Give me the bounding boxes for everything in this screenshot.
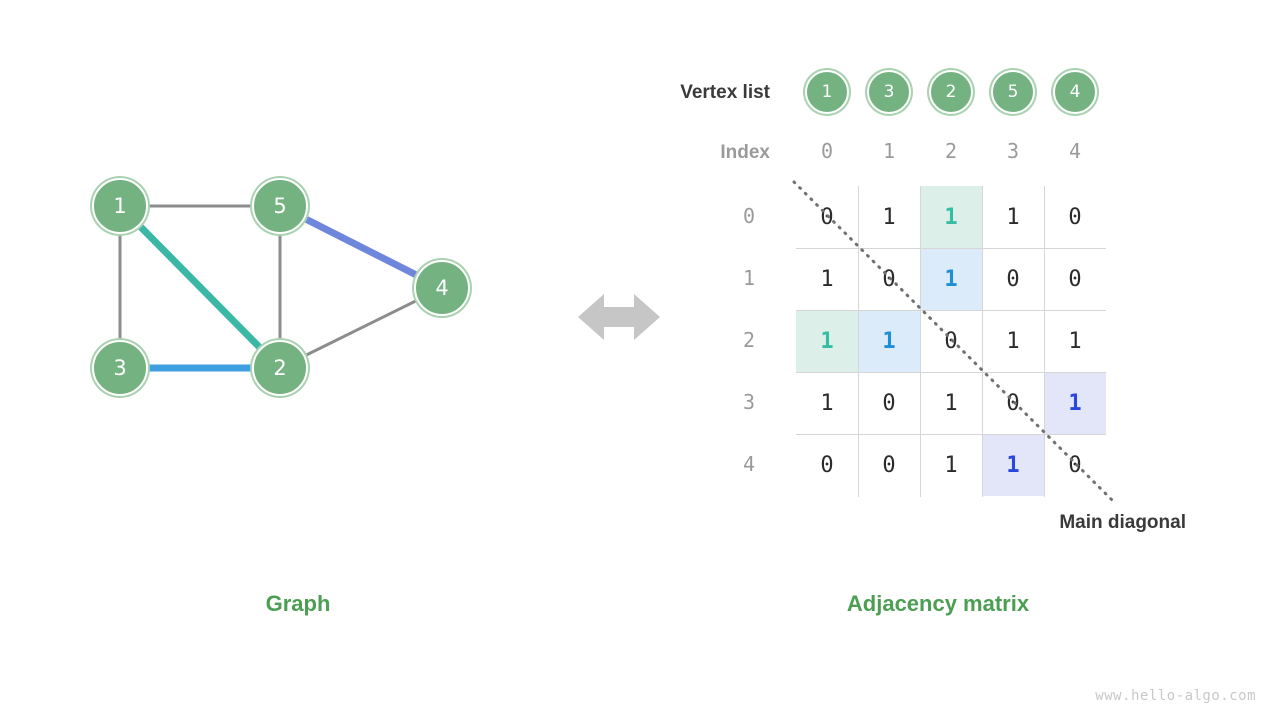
graph-vertex-5[interactable]: 5 [252, 178, 308, 234]
vertex-list-item-3[interactable]: 3 [867, 70, 911, 114]
matrix-cell-4-2[interactable]: 1 [944, 452, 958, 478]
matrix-cell-2-4[interactable]: 1 [1068, 328, 1082, 354]
graph-edge-1-2 [135, 222, 265, 352]
column-index-3: 3 [1006, 139, 1020, 163]
bidirectional-arrow-icon [578, 294, 660, 340]
watermark: www.hello-algo.com [1095, 688, 1256, 704]
matrix-cell-3-1[interactable]: 0 [882, 390, 896, 416]
matrix-cell-0-4[interactable]: 0 [1068, 204, 1082, 230]
matrix-cell-2-1[interactable]: 1 [882, 328, 896, 354]
graph-edge-2-4 [302, 298, 420, 358]
graph-vertex-2[interactable]: 2 [252, 340, 308, 396]
matrix-cell-1-4[interactable]: 0 [1068, 266, 1082, 292]
matrix-cell-1-2[interactable]: 1 [944, 266, 958, 292]
matrix-cell-1-3[interactable]: 0 [1006, 266, 1020, 292]
matrix-cell-0-3[interactable]: 1 [1006, 204, 1020, 230]
matrix-cell-3-4[interactable]: 1 [1068, 390, 1082, 416]
column-index-4: 4 [1068, 139, 1082, 163]
matrix-highlight-2-1 [858, 310, 920, 372]
gridline-horizontal-4 [796, 434, 1106, 435]
matrix-cell-1-0[interactable]: 1 [820, 266, 834, 292]
vertex-list-item-5[interactable]: 5 [991, 70, 1035, 114]
column-index-1: 1 [882, 139, 896, 163]
matrix-cell-0-2[interactable]: 1 [944, 204, 958, 230]
vertex-list-label: Vertex list [680, 82, 770, 103]
caption-graph: Graph [265, 591, 331, 616]
row-index-2: 2 [742, 328, 756, 352]
row-index-3: 3 [742, 390, 756, 414]
graph-panel: 1 5 3 2 4 [0, 0, 580, 560]
row-index-0: 0 [742, 204, 756, 228]
gridline-horizontal-3 [796, 372, 1106, 373]
matrix-cell-2-0[interactable]: 1 [820, 328, 834, 354]
gridline-vertical-3 [982, 186, 983, 497]
matrix-cell-3-2[interactable]: 1 [944, 390, 958, 416]
main-diagonal-label: Main diagonal [1059, 512, 1186, 533]
vertex-list-item-1[interactable]: 1 [805, 70, 849, 114]
matrix-highlight-2-0 [796, 310, 858, 372]
graph-edges [118, 204, 421, 372]
row-index-1: 1 [742, 266, 756, 290]
column-index-0: 0 [820, 139, 834, 163]
vertex-list-item-2[interactable]: 2 [929, 70, 973, 114]
graph-vertex-1[interactable]: 1 [92, 178, 148, 234]
gridline-vertical-2 [920, 186, 921, 497]
caption-adjacency-matrix: Adjacency matrix [846, 591, 1030, 616]
main-diagonal-line [792, 180, 1116, 504]
matrix-highlight-1-2 [920, 248, 982, 310]
index-label: Index [720, 142, 770, 163]
graph-edge-5-4 [301, 214, 421, 280]
matrix-cell-4-1[interactable]: 0 [882, 452, 896, 478]
gridline-horizontal-1 [796, 248, 1106, 249]
matrix-highlight-4-3 [982, 434, 1044, 496]
gridline-vertical-4 [1044, 186, 1045, 497]
matrix-cell-0-1[interactable]: 1 [882, 204, 896, 230]
matrix-cell-4-3[interactable]: 1 [1006, 452, 1020, 478]
graph-vertex-4[interactable]: 4 [414, 260, 470, 316]
gridline-horizontal-2 [796, 310, 1106, 311]
matrix-highlight-3-4 [1044, 372, 1106, 434]
matrix-cell-2-3[interactable]: 1 [1006, 328, 1020, 354]
vertex-list-item-4[interactable]: 4 [1053, 70, 1097, 114]
matrix-highlight-0-2 [920, 186, 982, 248]
matrix-cell-3-0[interactable]: 1 [820, 390, 834, 416]
row-index-4: 4 [742, 452, 756, 476]
column-index-2: 2 [944, 139, 958, 163]
graph-vertex-3[interactable]: 3 [92, 340, 148, 396]
matrix-grid: 0111010100110111010100110 [796, 186, 1106, 497]
gridline-vertical-1 [858, 186, 859, 497]
matrix-cell-4-0[interactable]: 0 [820, 452, 834, 478]
